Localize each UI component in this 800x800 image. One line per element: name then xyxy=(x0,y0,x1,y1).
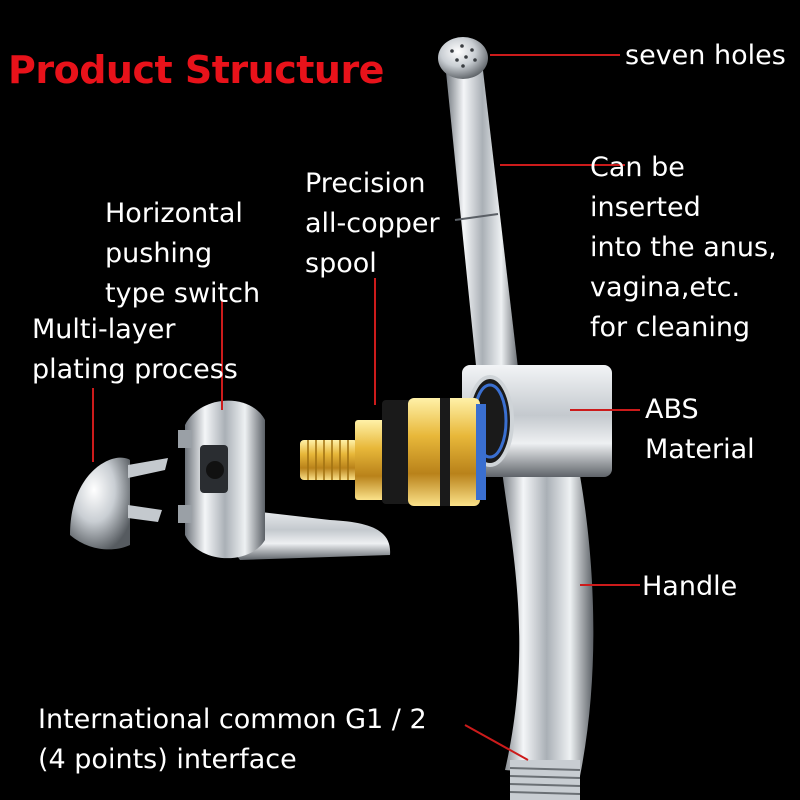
label-seven-holes: seven holes xyxy=(625,40,786,71)
switch-lever xyxy=(178,400,391,560)
sprayer-body xyxy=(438,37,612,800)
leader-lines xyxy=(92,54,640,761)
nozzle-tip xyxy=(438,37,488,79)
label-spool: Precision all-copper spool xyxy=(305,168,440,279)
copper-spool xyxy=(300,398,486,506)
label-interface: International common G1 / 2 (4 points) i… xyxy=(38,704,427,775)
label-plating: Multi-layer plating process xyxy=(32,314,238,385)
nozzle-tube xyxy=(445,62,520,385)
page-title: Product Structure xyxy=(8,48,384,92)
label-insertable: Can be inserted into the anus, vagina,et… xyxy=(590,152,777,343)
handle-grip xyxy=(500,450,594,776)
leader-interface xyxy=(464,724,529,761)
spray-holes xyxy=(450,44,477,68)
label-handle: Handle xyxy=(642,571,738,602)
label-switch: Horizontal pushing type switch xyxy=(105,198,261,309)
label-abs: ABS Material xyxy=(645,394,755,465)
chrome-cap xyxy=(70,457,168,550)
tube-seam xyxy=(454,213,499,221)
